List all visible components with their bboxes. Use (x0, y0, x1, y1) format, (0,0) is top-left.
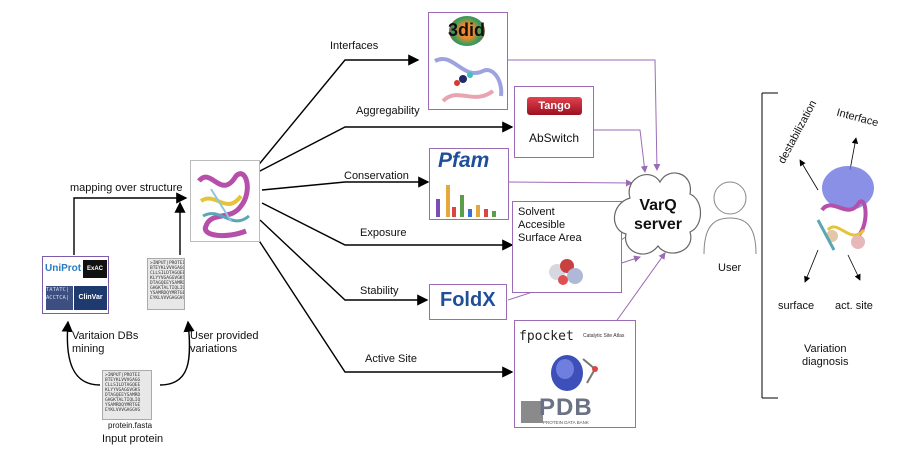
user-icon (703, 181, 757, 255)
abswitch-label: AbSwitch (529, 131, 580, 145)
server-label: VarQ server (633, 197, 683, 233)
exac-logo: ExAC (83, 260, 107, 278)
pocket-structure-image (551, 355, 598, 391)
sasa-molecule-image (549, 259, 583, 285)
threedid-logo: 3did (448, 20, 486, 40)
variation-db-box: UniProt ExAC TATATC| ACCTCA| ClinVar (42, 256, 109, 314)
tango-box: Tango AbSwitch (514, 86, 594, 158)
foldx-box: FoldX (429, 284, 507, 320)
diag-surface: surface (778, 300, 815, 312)
variation-db-label: Varitaion DBs mining (72, 330, 139, 355)
sasa-label: Solvent Accesible Surface Area (518, 206, 582, 244)
variation-structure-image (816, 166, 874, 251)
edge-label-conservation: Conservation (344, 170, 409, 182)
server-cloud (613, 172, 702, 255)
catalytic-site-logo: Catalytic Site Atlas (583, 333, 625, 339)
user-fasta-thumbnail: >INPUT|PROTEI BTEYKLVVVGAGG CLLSILDTAGQE… (147, 258, 185, 310)
edge-label-aggregability: Aggregability (356, 105, 420, 117)
mapping-label: mapping over structure (70, 182, 183, 194)
edge-label-interfaces: Interfaces (330, 40, 379, 52)
protein-ribbon-image (197, 171, 250, 239)
sequence-logo: TATATC| ACCTCA| (46, 286, 73, 310)
user-variations-label: User provided variations (190, 330, 259, 355)
protein-structure (190, 160, 260, 242)
sasa-box: Solvent Accesible Surface Area (512, 201, 622, 293)
active-site-box: fpocket Catalytic Site Atlas PDB PROTEIN… (514, 320, 636, 428)
diag-title: Variation diagnosis (802, 343, 849, 368)
tango-logo: Tango (527, 97, 582, 115)
edge-label-exposure: Exposure (360, 227, 407, 239)
threedid-box: 3did (428, 12, 508, 110)
fpocket-logo: fpocket (519, 329, 574, 344)
input-fasta-thumbnail: >INPUT|PROTEI BTEYKLVVVGAGG CLLSILDTAGQE… (102, 370, 152, 420)
pfam-logo: Pfam (438, 149, 490, 172)
edge-label-stability: Stability (360, 285, 399, 297)
pfam-box: Pfam (429, 148, 509, 220)
hmm-logo-image (436, 185, 496, 217)
pdb-logo: PDB (539, 394, 593, 421)
edge-label-active-site: Active Site (365, 353, 417, 365)
input-file-name: protein.fasta (108, 421, 153, 430)
clinvar-logo: ClinVar (74, 286, 107, 310)
interface-structure-image (434, 57, 504, 103)
user-label: User (718, 262, 742, 274)
diag-act-site: act. site (835, 300, 873, 312)
pdb-subtitle: PROTEIN DATA BANK (543, 420, 589, 425)
threedid-logo-ring (449, 16, 485, 46)
uniprot-logo: UniProt (45, 263, 82, 274)
foldx-logo: FoldX (440, 289, 496, 311)
input-protein-caption: Input protein (102, 433, 164, 445)
pdb-emblem (521, 401, 543, 423)
